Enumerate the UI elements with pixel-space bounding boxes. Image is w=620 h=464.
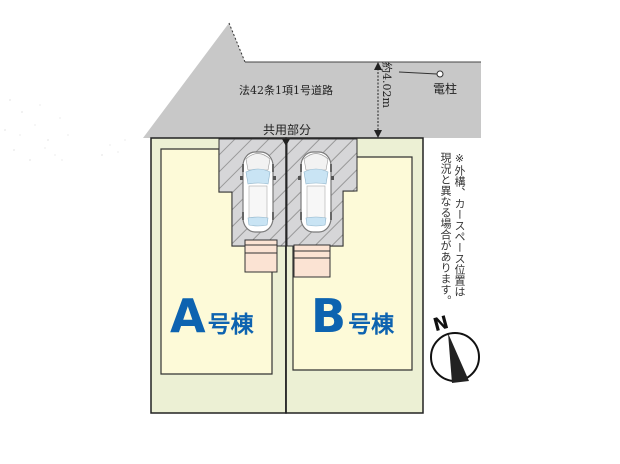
- car-icon-b: [297, 151, 335, 233]
- utility-pole-icon: [398, 70, 444, 78]
- entrance-b: [293, 244, 331, 278]
- car-icon-a: [239, 151, 277, 233]
- road-area: [143, 23, 481, 138]
- north-arrow-icon: N: [430, 312, 480, 383]
- road-width-label: 約4.02m: [380, 62, 394, 108]
- background-speckle: [4, 99, 126, 161]
- shared-area-label: 共用部分: [263, 122, 311, 137]
- disclaimer-line-1: ※外構、カースペース位置は: [453, 152, 466, 297]
- lot-a-label: A号棟: [170, 289, 255, 343]
- lot-b-label: B号棟: [311, 289, 395, 343]
- road-width-dimension: [374, 62, 382, 138]
- disclaimer-note: ※外構、カースペース位置は 現況と異なる場合があります。: [438, 152, 466, 306]
- road-boundary-dotted: [228, 22, 246, 63]
- disclaimer-line-2: 現況と異なる場合があります。: [439, 152, 452, 306]
- road-label: 法42条1項1号道路: [239, 83, 333, 97]
- entrance-a: [244, 239, 278, 273]
- utility-pole-label: 電柱: [433, 81, 457, 96]
- svg-text:N: N: [431, 312, 451, 336]
